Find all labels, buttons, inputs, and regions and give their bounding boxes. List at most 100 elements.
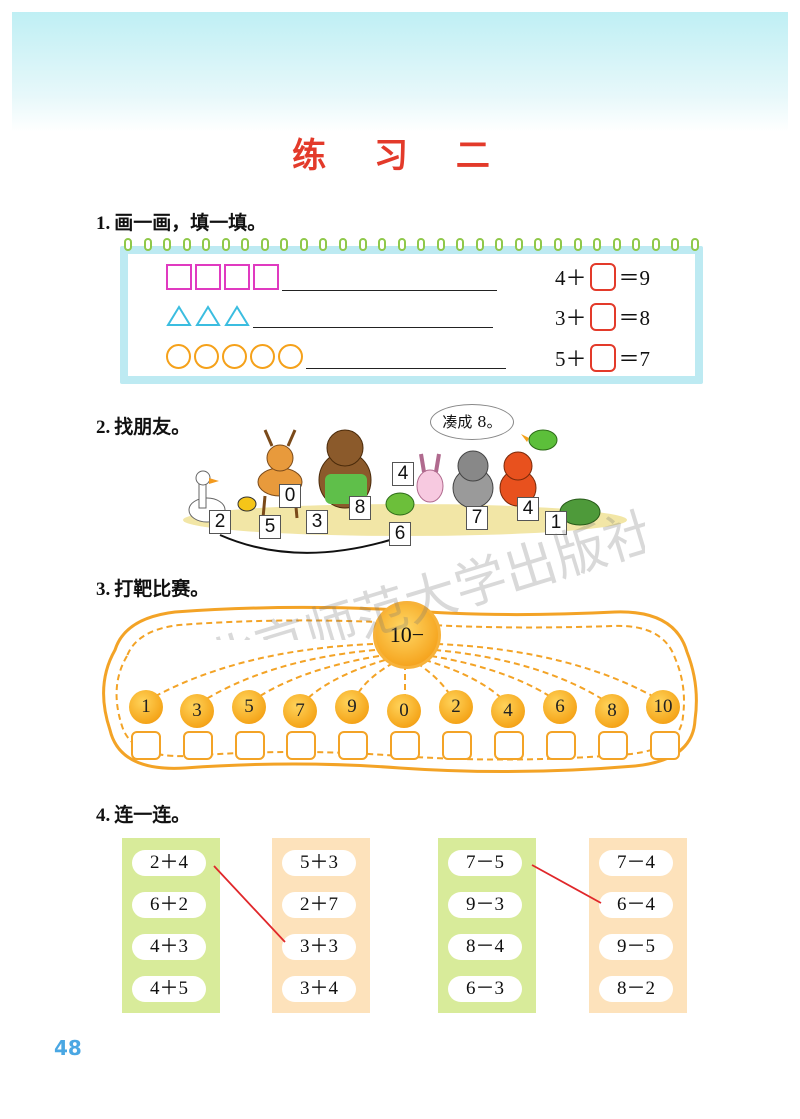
expression[interactable]: 2＋4 (132, 850, 206, 876)
square-shape (195, 264, 221, 290)
equation-right: ＝7 (618, 347, 651, 371)
expression[interactable]: 8－4 (448, 934, 522, 960)
question-1-prompt: 画一画，填一填。 (114, 212, 267, 234)
answer-box[interactable] (589, 263, 616, 291)
speech-bubble: 凑成 8。 (430, 404, 514, 440)
expression[interactable]: 8－2 (599, 976, 673, 1002)
equation-left: 4＋ (555, 266, 587, 290)
answer-box[interactable] (183, 731, 213, 760)
circle-shape (166, 343, 191, 369)
circle-shape (222, 343, 247, 369)
expression[interactable]: 4＋3 (132, 934, 206, 960)
answer-box[interactable] (650, 731, 680, 760)
equation-row-3: 5＋ ＝7 (555, 343, 650, 373)
question-4-heading: 4.连一连。 (96, 800, 190, 827)
target-number: 5 (232, 690, 266, 724)
target-center: 10− (373, 601, 441, 669)
number-card[interactable]: 6 (389, 522, 411, 546)
answer-box[interactable] (235, 731, 265, 760)
number-card[interactable]: 3 (306, 510, 328, 534)
target-number: 10 (646, 690, 680, 724)
question-2-heading: 2.找朋友。 (96, 412, 190, 439)
number-card[interactable]: 4 (392, 462, 414, 486)
question-4-number: 4. (96, 805, 111, 826)
question-1-number: 1. (96, 213, 111, 234)
expression[interactable]: 6＋2 (132, 892, 206, 918)
circle-shape (194, 343, 219, 369)
expression-column-1: 2＋4 6＋2 4＋3 4＋5 (122, 838, 220, 1013)
target-number: 3 (180, 694, 214, 728)
equation-left: 3＋ (555, 306, 587, 330)
question-3-prompt: 打靶比赛。 (114, 578, 210, 600)
equation-row-2: 3＋ ＝8 (555, 302, 650, 332)
answer-box[interactable] (546, 731, 576, 760)
number-card[interactable]: 1 (545, 511, 567, 535)
triangle-shape (224, 305, 250, 326)
square-row (166, 262, 497, 292)
expression[interactable]: 7－5 (448, 850, 522, 876)
target-number: 6 (543, 690, 577, 724)
expression-column-4: 7－4 6－4 9－5 8－2 (589, 838, 687, 1013)
expression[interactable]: 9－3 (448, 892, 522, 918)
square-shape (166, 264, 192, 290)
answer-box[interactable] (494, 731, 524, 760)
target-number: 0 (387, 694, 421, 728)
question-2-prompt: 找朋友。 (114, 416, 191, 438)
expression[interactable]: 6－4 (599, 892, 673, 918)
target-number: 4 (491, 694, 525, 728)
equation-right: ＝9 (618, 266, 651, 290)
drawing-line[interactable] (306, 367, 506, 369)
square-shape (253, 264, 279, 290)
answer-box[interactable] (589, 344, 616, 372)
expression-column-3: 7－5 9－3 8－4 6－3 (438, 838, 536, 1013)
answer-box[interactable] (131, 731, 161, 760)
expression-column-2: 5＋3 2＋7 3＋3 3＋4 (272, 838, 370, 1013)
page-number: 48 (54, 1036, 82, 1060)
expression[interactable]: 3＋3 (282, 934, 356, 960)
expression[interactable]: 2＋7 (282, 892, 356, 918)
question-3-number: 3. (96, 579, 111, 600)
circle-shape (278, 343, 303, 369)
question-2-number: 2. (96, 417, 111, 438)
triangle-row (166, 301, 493, 331)
answer-box[interactable] (390, 731, 420, 760)
expression[interactable]: 6－3 (448, 976, 522, 1002)
number-card[interactable]: 8 (349, 496, 371, 520)
expression[interactable]: 9－5 (599, 934, 673, 960)
circle-shape (250, 343, 275, 369)
answer-box[interactable] (442, 731, 472, 760)
target-number: 7 (283, 694, 317, 728)
target-number: 2 (439, 690, 473, 724)
drawing-line[interactable] (253, 326, 493, 328)
drawing-line[interactable] (282, 289, 497, 291)
question-1-heading: 1.画一画，填一填。 (96, 208, 266, 235)
number-card[interactable]: 7 (466, 506, 488, 530)
number-card[interactable]: 0 (279, 484, 301, 508)
answer-box[interactable] (598, 731, 628, 760)
page-title: 练 习 二 (292, 136, 508, 176)
expression[interactable]: 7－4 (599, 850, 673, 876)
answer-box[interactable] (589, 303, 616, 331)
number-card[interactable]: 4 (517, 497, 539, 521)
expression[interactable]: 5＋3 (282, 850, 356, 876)
number-card[interactable]: 2 (209, 510, 231, 534)
question-4-prompt: 连一连。 (114, 804, 191, 826)
notebook-rings (124, 238, 699, 254)
target-number: 1 (129, 690, 163, 724)
equation-right: ＝8 (618, 306, 651, 330)
expression[interactable]: 4＋5 (132, 976, 206, 1002)
circle-row (166, 341, 506, 371)
target-number: 9 (335, 690, 369, 724)
target-number: 8 (595, 694, 629, 728)
square-shape (224, 264, 250, 290)
expression[interactable]: 3＋4 (282, 976, 356, 1002)
triangle-shape (195, 305, 221, 326)
question-3-heading: 3.打靶比赛。 (96, 574, 209, 601)
triangle-shape (166, 305, 192, 326)
number-card[interactable]: 5 (259, 515, 281, 539)
equation-row-1: 4＋ ＝9 (555, 262, 650, 292)
header-band (12, 12, 788, 132)
equation-left: 5＋ (555, 347, 587, 371)
answer-box[interactable] (286, 731, 316, 760)
answer-box[interactable] (338, 731, 368, 760)
